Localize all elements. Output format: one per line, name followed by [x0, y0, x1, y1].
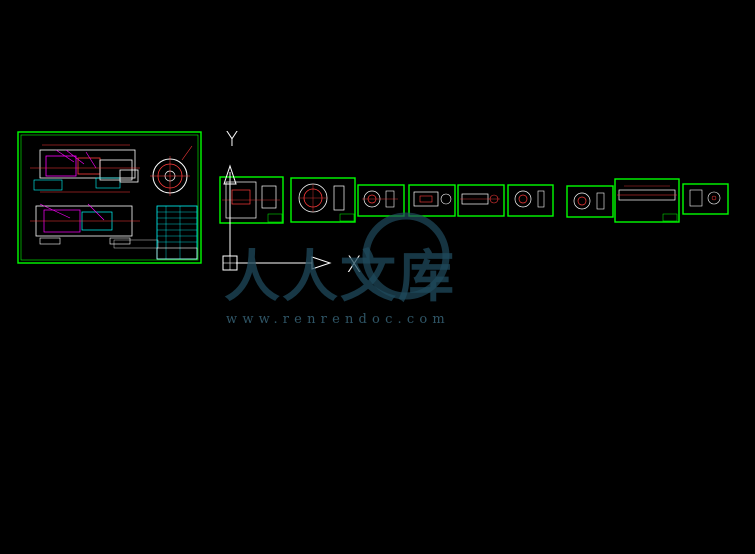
watermark-circle	[362, 212, 450, 300]
ucs-icon: Y X	[222, 127, 362, 278]
part-sheet-1[interactable]	[219, 176, 284, 224]
part-sheet-2[interactable]	[290, 177, 356, 223]
part-sheet-6[interactable]	[507, 184, 554, 217]
part-sheet-7[interactable]	[566, 185, 614, 218]
assembly-end-view	[150, 145, 193, 196]
ucs-y-label: Y	[226, 127, 238, 151]
part-sheet-4[interactable]	[408, 184, 456, 217]
part-sheet-8[interactable]	[614, 178, 680, 223]
main-assembly-sheet[interactable]	[17, 131, 202, 264]
assembly-section-view	[30, 203, 140, 245]
watermark-chinese: 人人文库	[224, 245, 456, 310]
part-sheet-3[interactable]	[357, 184, 405, 217]
part-sheet-5[interactable]	[457, 184, 505, 217]
watermark-url: www.renrendoc.com	[226, 312, 450, 327]
assembly-top-view	[30, 144, 140, 193]
title-block	[156, 205, 198, 260]
ucs-x-label: X	[346, 253, 361, 278]
part-sheet-9[interactable]	[682, 183, 729, 215]
